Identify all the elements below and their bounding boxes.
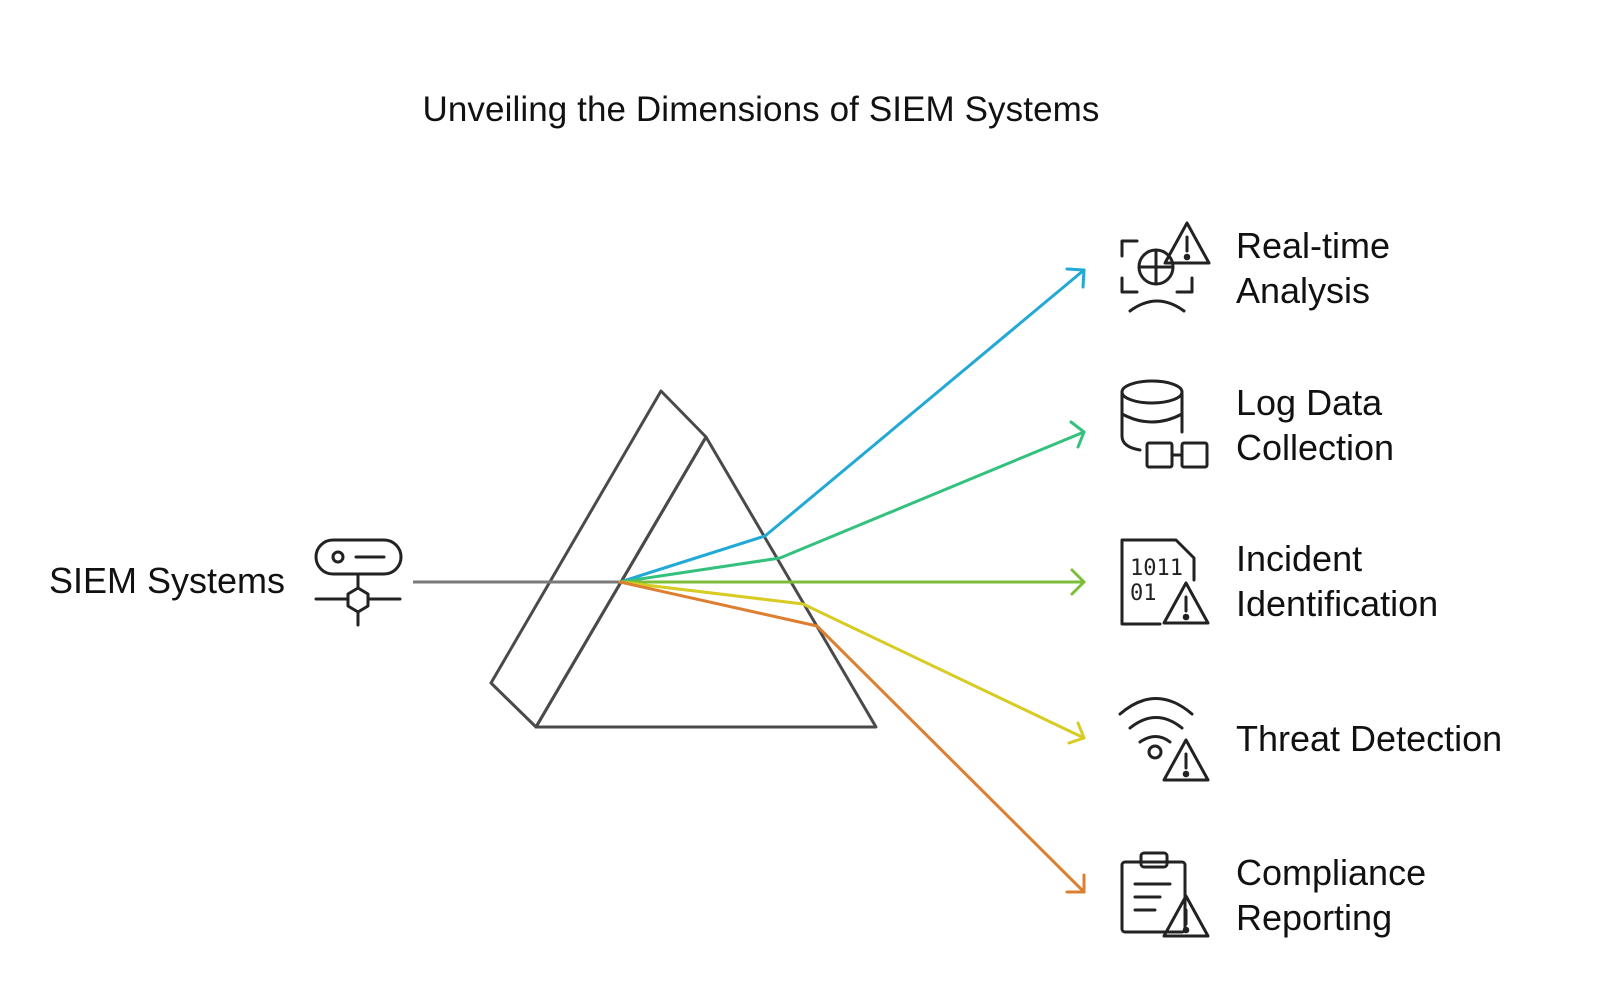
label-line-2: Analysis [1236, 270, 1371, 311]
server-network-icon [314, 538, 403, 627]
prism-back-face [489, 389, 708, 729]
label-line-1: Incident [1236, 538, 1363, 579]
label-line-1: Real-time [1236, 225, 1391, 266]
diagram-title: Unveiling the Dimensions of SIEM Systems [422, 90, 1100, 129]
label-line-1: Threat Detection [1236, 718, 1503, 759]
beam-realtime [618, 267, 1086, 584]
beam-logdata [618, 420, 1086, 584]
output-beams [618, 267, 1086, 894]
label-line-1: Compliance [1236, 852, 1427, 893]
source-label: SIEM Systems [49, 560, 286, 601]
beam-threat [618, 580, 1086, 745]
database-warning-icon [1120, 379, 1209, 469]
wifi-warning-icon [1118, 697, 1210, 782]
label-line-1: Log Data [1236, 382, 1383, 423]
label-incident-identification: Incident Identification [1236, 536, 1438, 626]
label-line-2: Reporting [1236, 897, 1393, 938]
label-line-2: Identification [1236, 583, 1439, 624]
clipboard-warning-icon [1120, 851, 1210, 938]
label-threat-detection: Threat Detection [1236, 716, 1502, 761]
binary-file-warning-icon: 1011 01 [1120, 538, 1210, 626]
label-realtime-analysis: Real-time Analysis [1236, 223, 1390, 313]
svg-text:01: 01 [1130, 581, 1157, 606]
prism [489, 389, 878, 729]
label-log-data-collection: Log Data Collection [1236, 380, 1394, 470]
label-line-2: Collection [1236, 427, 1395, 468]
beam-compliance [618, 580, 1086, 894]
label-compliance-reporting: Compliance Reporting [1236, 850, 1426, 940]
svg-text:1011: 1011 [1130, 556, 1183, 581]
beam-incident [618, 568, 1086, 596]
face-scan-warning-icon [1120, 221, 1211, 313]
